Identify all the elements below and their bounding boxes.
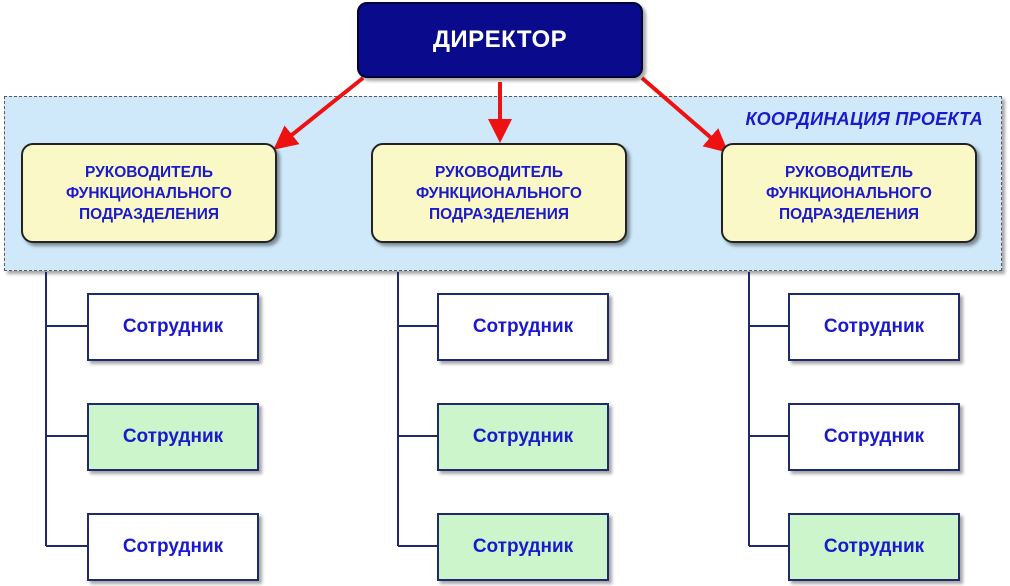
employee-box: Сотрудник (788, 403, 960, 471)
employee-box: Сотрудник (87, 293, 259, 361)
manager-box-2: РУКОВОДИТЕЛЬ ФУНКЦИОНАЛЬНОГО ПОДРАЗДЕЛЕН… (371, 143, 627, 243)
employee-box: Сотрудник (87, 403, 259, 471)
coordination-title: КООРДИНАЦИЯ ПРОЕКТА (745, 109, 983, 129)
employee-label: Сотрудник (122, 316, 224, 337)
manager-label: РУКОВОДИТЕЛЬ ФУНКЦИОНАЛЬНОГО ПОДРАЗДЕЛЕН… (66, 163, 232, 223)
employee-box: Сотрудник (788, 513, 960, 581)
employee-label: Сотрудник (472, 426, 574, 447)
director-label: ДИРЕКТОР (432, 26, 568, 53)
director-box: ДИРЕКТОР (357, 2, 643, 78)
employee-box: Сотрудник (437, 403, 609, 471)
manager-label: РУКОВОДИТЕЛЬ ФУНКЦИОНАЛЬНОГО ПОДРАЗДЕЛЕН… (416, 163, 582, 223)
employee-label: Сотрудник (122, 426, 224, 447)
employee-box: Сотрудник (437, 293, 609, 361)
employee-label: Сотрудник (122, 536, 224, 557)
manager-label: РУКОВОДИТЕЛЬ ФУНКЦИОНАЛЬНОГО ПОДРАЗДЕЛЕН… (766, 163, 932, 223)
employee-box: Сотрудник (788, 293, 960, 361)
employee-label: Сотрудник (823, 316, 925, 337)
employee-box: Сотрудник (437, 513, 609, 581)
employee-label: Сотрудник (823, 536, 925, 557)
employee-box: Сотрудник (87, 513, 259, 581)
manager-box-3: РУКОВОДИТЕЛЬ ФУНКЦИОНАЛЬНОГО ПОДРАЗДЕЛЕН… (721, 143, 977, 243)
employee-label: Сотрудник (472, 536, 574, 557)
manager-box-1: РУКОВОДИТЕЛЬ ФУНКЦИОНАЛЬНОГО ПОДРАЗДЕЛЕН… (21, 143, 277, 243)
employee-label: Сотрудник (472, 316, 574, 337)
employee-label: Сотрудник (823, 426, 925, 447)
